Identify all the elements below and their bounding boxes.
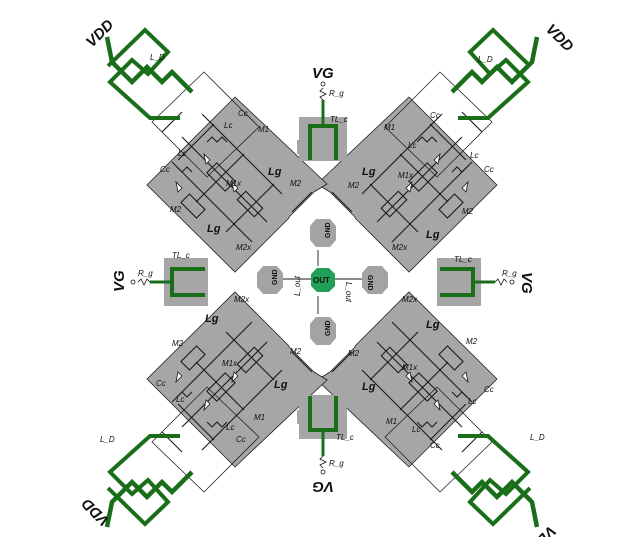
bias-bottom — [299, 395, 347, 475]
label-rg-left: R_g — [138, 269, 153, 278]
label-rg-right: R_g — [502, 269, 517, 278]
gnd-pads — [257, 219, 388, 345]
gnd-pad-bottom — [310, 317, 336, 345]
label-m2-4: M2 — [462, 207, 474, 216]
label-lg-6: Lg — [274, 379, 288, 391]
label-ld-top-right: L_D — [478, 55, 493, 64]
label-cc-5: Cc — [156, 379, 166, 388]
gnd-pad-top — [310, 219, 336, 247]
label-cc-7: Cc — [484, 385, 494, 394]
combiner-lines — [283, 250, 362, 314]
label-cc-1: Cc — [238, 109, 248, 118]
label-rg-bottom: R_g — [329, 459, 344, 468]
label-lc-5: Lc — [176, 395, 184, 404]
label-lg-4: Lg — [426, 229, 440, 241]
label-lg-7: Lg — [426, 319, 440, 331]
label-ld-bottom-left: L_D — [100, 435, 115, 444]
bias-top — [299, 81, 347, 161]
label-vdd-bottom-right: VDD — [525, 522, 560, 537]
label-m2-5: M2 — [172, 339, 184, 348]
label-m2-3: M2 — [348, 181, 360, 190]
ld-bottom-left — [106, 434, 180, 527]
label-lout-left: L_out — [293, 275, 302, 296]
label-vdd-top-left: VDD — [83, 16, 118, 51]
label-m2x-1: M2x — [236, 243, 252, 252]
label-lc-1: Lc — [224, 121, 232, 130]
label-gnd-top: GND — [325, 222, 332, 238]
label-ld-bottom-right: L_D — [530, 433, 545, 442]
label-m1-4: M1 — [386, 417, 397, 426]
label-gnd-bottom: GND — [325, 320, 332, 336]
label-ld-top-left: L_D — [150, 53, 165, 62]
label-cc-4: Cc — [484, 165, 494, 174]
label-vdd-top-right: VDD — [542, 21, 577, 56]
label-tl-right: TL_c — [454, 255, 472, 264]
label-lc-6: Lc — [226, 423, 234, 432]
bias-right — [437, 258, 515, 306]
label-m2-7: M2 — [466, 337, 478, 346]
label-m1-1: M1 — [258, 125, 269, 134]
label-vg-right: VG — [518, 272, 535, 294]
label-m1-3: M1 — [254, 413, 265, 422]
label-tl-left: TL_c — [172, 251, 190, 260]
ld-bottom-right — [458, 434, 532, 527]
gnd-pad-right — [362, 266, 388, 294]
label-m1-2: M1 — [384, 123, 395, 132]
label-tl-top: TL_c — [330, 115, 348, 124]
label-m1x-4: M1x — [402, 363, 418, 372]
label-m2-8: M2 — [348, 349, 360, 358]
label-m1x-1: M1x — [226, 179, 242, 188]
label-m2x-2: M2x — [392, 243, 408, 252]
gnd-pad-left — [257, 266, 283, 294]
label-lout-right: L_out — [344, 282, 353, 303]
label-gnd-right: GND — [366, 275, 373, 291]
label-m2-6: M2 — [290, 347, 302, 356]
label-lc-2: Lc — [178, 149, 186, 158]
label-m2x-3: M2x — [234, 295, 250, 304]
label-lg-2: Lg — [207, 223, 221, 235]
label-lg-1: Lg — [268, 166, 282, 178]
label-m2-1: M2 — [290, 179, 302, 188]
label-lg-5: Lg — [205, 313, 219, 325]
label-cc-6: Cc — [236, 435, 246, 444]
label-cc-2: Cc — [160, 165, 170, 174]
label-lc-7: Lc — [468, 397, 476, 406]
label-cc-3: Cc — [430, 111, 440, 120]
label-m1x-2: M1x — [398, 171, 414, 180]
label-lg-8: Lg — [362, 381, 376, 393]
label-m2x-4: M2x — [402, 295, 418, 304]
label-vg-top: VG — [312, 65, 334, 82]
label-out: OUT — [313, 276, 330, 285]
label-lg-3: Lg — [362, 166, 376, 178]
label-cc-8: Cc — [430, 441, 440, 450]
bias-left — [130, 258, 208, 306]
label-vg-bottom: VG — [312, 478, 334, 495]
label-lc-3: Lc — [408, 141, 416, 150]
ld-top-left — [106, 27, 180, 120]
label-gnd-left: GND — [272, 269, 279, 285]
label-vg-left: VG — [111, 270, 128, 292]
label-rg-top: R_g — [329, 89, 344, 98]
ld-top-right — [458, 27, 532, 120]
label-m2-2: M2 — [170, 205, 182, 214]
label-lc-4: Lc — [470, 151, 478, 160]
out-pad — [311, 268, 335, 292]
label-lc-8: Lc — [412, 425, 420, 434]
label-m1x-3: M1x — [222, 359, 238, 368]
label-tl-bottom: TL_c — [336, 433, 354, 442]
